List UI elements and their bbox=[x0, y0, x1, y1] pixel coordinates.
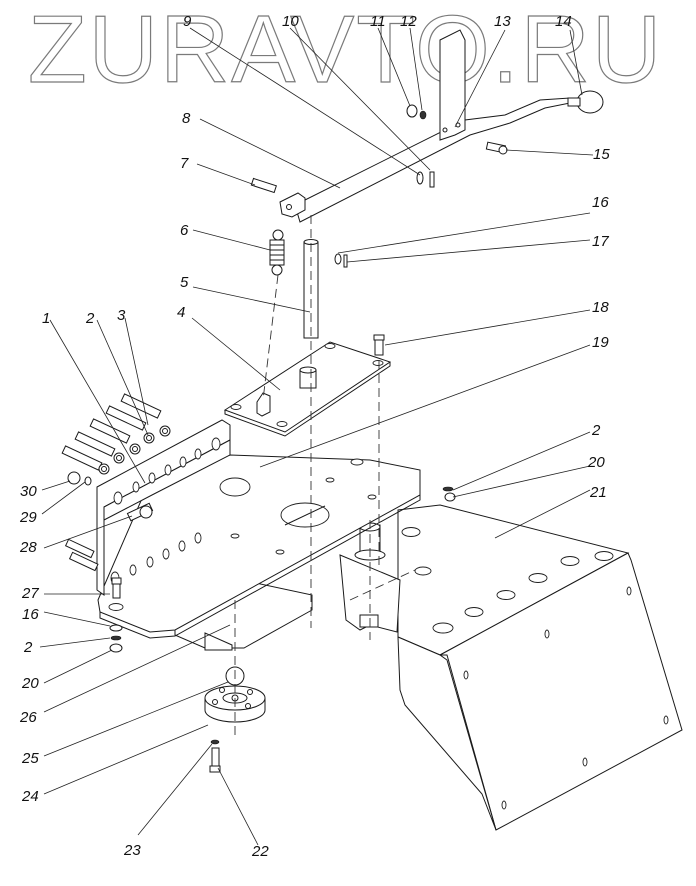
label-23: 23 bbox=[123, 842, 141, 859]
label-18: 18 bbox=[592, 299, 609, 316]
part-29-washer bbox=[84, 476, 92, 486]
label-21: 21 bbox=[589, 484, 607, 501]
label-26: 26 bbox=[19, 709, 37, 726]
part-8-lever-arm bbox=[279, 97, 577, 223]
part-1-bracket-plate bbox=[96, 419, 231, 596]
part-15-bolt bbox=[485, 141, 508, 155]
label-9: 9 bbox=[183, 13, 192, 30]
small-parts-upper bbox=[334, 104, 456, 502]
part-27-bolt bbox=[111, 577, 122, 599]
part-10-cotter-pin bbox=[429, 171, 435, 188]
label-3: 3 bbox=[117, 307, 126, 324]
callout-labels: 9 10 11 12 13 14 15 8 7 6 5 4 16 17 18 1… bbox=[19, 13, 610, 860]
part-17-cotter-pin bbox=[343, 254, 348, 268]
label-7: 7 bbox=[180, 155, 189, 172]
part-21-cover-housing bbox=[339, 504, 683, 831]
label-24: 24 bbox=[21, 788, 39, 805]
part-6-spring bbox=[269, 229, 285, 276]
part-16-washer-upper bbox=[334, 253, 342, 265]
label-1: 1 bbox=[42, 310, 50, 327]
leader-lines bbox=[39, 27, 594, 846]
label-19: 19 bbox=[592, 334, 609, 351]
label-13: 13 bbox=[494, 13, 511, 30]
part-4-mounting-plate bbox=[223, 341, 392, 437]
part-22-bolt bbox=[209, 747, 221, 773]
part-11-nut bbox=[406, 104, 418, 118]
label-20-lower: 20 bbox=[21, 675, 39, 692]
label-6: 6 bbox=[180, 222, 189, 239]
watermark: ZURAVTO.RU bbox=[28, 0, 663, 103]
label-25: 25 bbox=[21, 750, 39, 767]
part-7-pin bbox=[250, 177, 277, 194]
label-28: 28 bbox=[19, 539, 37, 556]
part-2-washer-right bbox=[442, 486, 454, 492]
label-20-right: 20 bbox=[587, 454, 605, 471]
part-30-nut bbox=[67, 471, 81, 485]
label-14: 14 bbox=[555, 13, 572, 30]
label-27: 27 bbox=[21, 585, 39, 602]
label-12: 12 bbox=[400, 13, 417, 30]
label-2-right: 2 bbox=[591, 422, 601, 439]
label-22: 22 bbox=[251, 843, 269, 860]
part-2-washer bbox=[110, 635, 122, 641]
label-5: 5 bbox=[180, 274, 189, 291]
part-14-handle-knob bbox=[567, 90, 604, 114]
center-lines bbox=[234, 215, 416, 740]
label-2-top: 2 bbox=[85, 310, 95, 327]
part-24-flange bbox=[204, 685, 266, 723]
label-2-lower: 2 bbox=[23, 639, 33, 656]
label-4: 4 bbox=[177, 304, 185, 321]
part-9-washer bbox=[416, 171, 424, 185]
part-20-nut bbox=[109, 643, 123, 653]
part-20-nut-right bbox=[444, 492, 456, 502]
label-11: 11 bbox=[370, 13, 386, 30]
part-12-washer bbox=[419, 110, 427, 120]
label-16-lower: 16 bbox=[22, 606, 39, 623]
label-30: 30 bbox=[20, 483, 37, 500]
label-8: 8 bbox=[182, 110, 191, 127]
label-10: 10 bbox=[282, 13, 299, 30]
part-18-bolt bbox=[373, 334, 385, 356]
label-29: 29 bbox=[19, 509, 37, 526]
part-19-base-plate bbox=[97, 454, 421, 639]
part-23-washer bbox=[210, 739, 220, 745]
label-15: 15 bbox=[593, 146, 610, 163]
label-16-upper: 16 bbox=[592, 194, 609, 211]
part-16-washer bbox=[109, 624, 123, 632]
label-17: 17 bbox=[592, 233, 609, 250]
part-13-bracket bbox=[439, 29, 466, 141]
bolt-set-left bbox=[61, 393, 171, 653]
